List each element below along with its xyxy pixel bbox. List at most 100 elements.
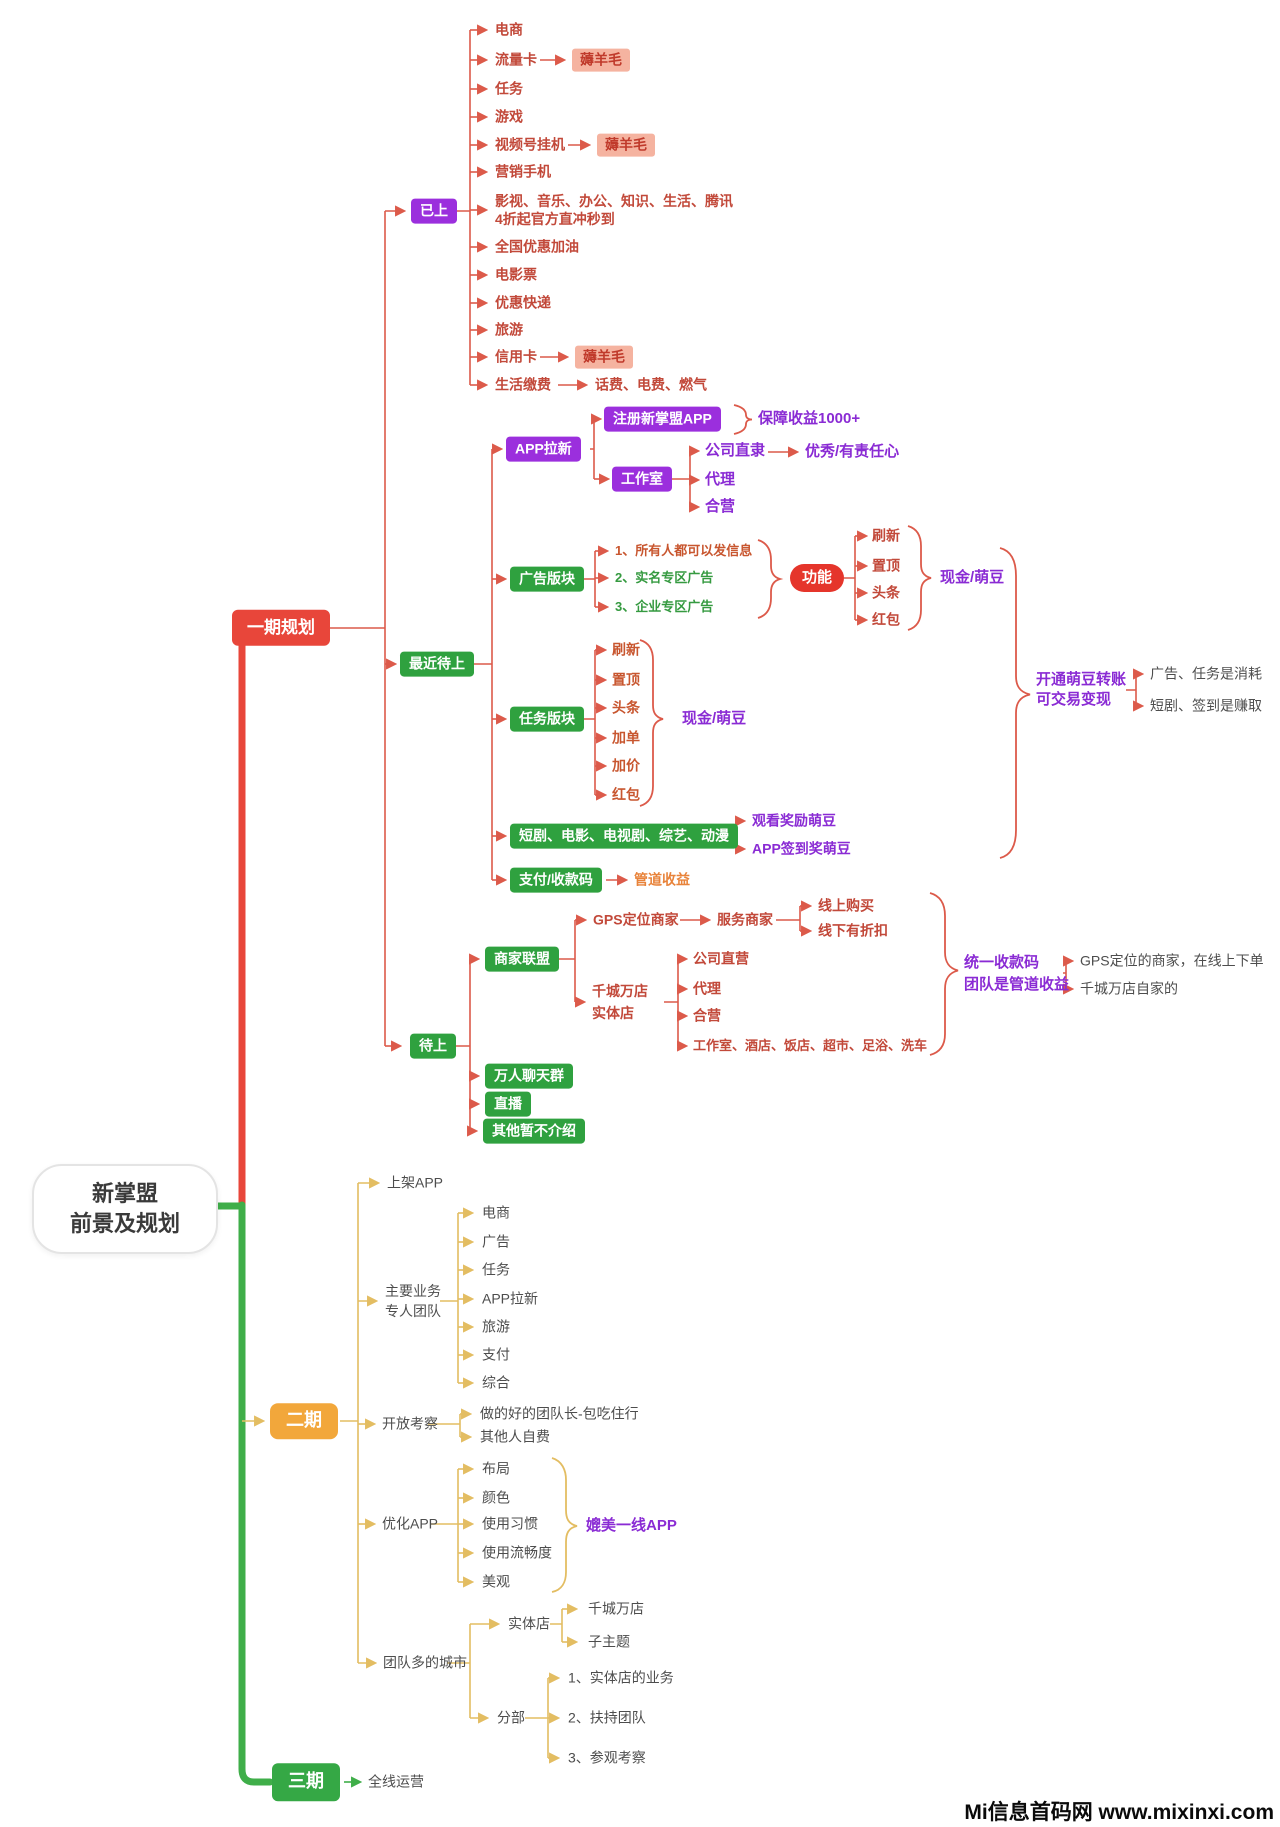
topic-city-store[interactable]: 实体店 — [508, 1615, 550, 1632]
topic-studio-direct-note[interactable]: 优秀/有责任心 — [805, 443, 900, 460]
topic-ads-item-3[interactable]: 3、企业专区广告 — [615, 599, 714, 615]
topic-biz-ads[interactable]: 广告 — [482, 1233, 510, 1250]
topic-ads-item-1[interactable]: 1、所有人都可以发信息 — [615, 543, 753, 559]
topic-opt-layout[interactable]: 布局 — [482, 1460, 510, 1477]
topic-city-store-subtopic[interactable]: 子主题 — [588, 1633, 630, 1650]
node-video[interactable]: 短剧、电影、电视剧、综艺、动漫 — [510, 823, 738, 849]
topic-unified-own[interactable]: 千城万店自家的 — [1080, 980, 1178, 997]
node-tasks[interactable]: 任务版块 — [510, 706, 584, 732]
node-chat-group[interactable]: 万人聊天群 — [485, 1063, 573, 1089]
topic-biz-general[interactable]: 综合 — [482, 1374, 510, 1391]
wool-tag-2[interactable]: 薅羊毛 — [597, 133, 655, 157]
topic-beans-transfer[interactable]: 开通萌豆转账 可交易变现 — [1036, 670, 1126, 710]
wool-tag-1[interactable]: 薅羊毛 — [572, 48, 630, 72]
topic-func-result[interactable]: 现金/萌豆 — [940, 569, 1005, 586]
topic-task-redpacket[interactable]: 红包 — [612, 786, 640, 803]
topic-fuel-discount[interactable]: 全国优惠加油 — [495, 238, 579, 255]
node-online[interactable]: 已上 — [411, 198, 457, 224]
topic-tasks[interactable]: 任务 — [495, 80, 523, 97]
topic-beans-earn[interactable]: 短剧、签到是赚取 — [1150, 697, 1262, 714]
topic-gps-merchant[interactable]: GPS定位商家 — [593, 911, 679, 928]
topic-service-merchant[interactable]: 服务商家 — [717, 911, 773, 928]
topic-main-business[interactable]: 主要业务 专人团队 — [385, 1281, 441, 1321]
topic-games[interactable]: 游戏 — [495, 108, 523, 125]
topic-studio-joint[interactable]: 合营 — [705, 498, 736, 515]
node-phase1[interactable]: 一期规划 — [232, 609, 330, 647]
topic-signin-reward[interactable]: APP签到奖萌豆 — [752, 840, 851, 857]
node-phase2[interactable]: 二期 — [270, 1403, 338, 1439]
topic-watch-reward[interactable]: 观看奖励萌豆 — [752, 812, 836, 829]
topic-optimize-app[interactable]: 优化APP — [382, 1515, 439, 1532]
topic-city-store-thousand[interactable]: 千城万店 — [588, 1600, 644, 1617]
topic-video-idle[interactable]: 视频号挂机 — [495, 136, 565, 153]
node-ads[interactable]: 广告版块 — [510, 566, 584, 592]
topic-express[interactable]: 优惠快递 — [495, 294, 551, 311]
topic-travel[interactable]: 旅游 — [495, 321, 523, 338]
topic-func-refresh[interactable]: 刷新 — [872, 527, 900, 544]
topic-opt-fluency[interactable]: 使用流畅度 — [482, 1544, 552, 1561]
topic-ads-item-2[interactable]: 2、实名专区广告 — [615, 570, 714, 586]
topic-biz-ecommerce[interactable]: 电商 — [482, 1204, 510, 1221]
node-recent[interactable]: 最近待上 — [400, 651, 474, 677]
topic-inspection[interactable]: 开放考察 — [382, 1415, 438, 1432]
topic-task-headline[interactable]: 头条 — [612, 699, 640, 716]
topic-biz-travel[interactable]: 旅游 — [482, 1318, 510, 1335]
topic-studio-agent[interactable]: 代理 — [705, 471, 736, 488]
topic-task-pin[interactable]: 置顶 — [612, 671, 640, 688]
topic-task-raise[interactable]: 加价 — [612, 757, 640, 774]
topic-unified-gps[interactable]: GPS定位的商家，在线上下单 — [1080, 952, 1264, 969]
topic-city-branch[interactable]: 分部 — [497, 1709, 525, 1726]
topic-inspection-leader[interactable]: 做的好的团队长-包吃住行 — [480, 1405, 639, 1422]
topic-func-pin[interactable]: 置顶 — [872, 557, 900, 574]
topic-opt-habits[interactable]: 使用习惯 — [482, 1515, 538, 1532]
root-topic[interactable]: 新掌盟 前景及规划 — [32, 1164, 218, 1254]
topic-marketing-phone[interactable]: 营销手机 — [495, 163, 551, 180]
node-live[interactable]: 直播 — [485, 1091, 531, 1117]
node-register-app[interactable]: 注册新掌盟APP — [604, 406, 721, 432]
topic-life-pay[interactable]: 生活缴费 — [495, 376, 551, 393]
topic-unified-qr[interactable]: 统一收款码 团队是管道收益 — [964, 952, 1069, 996]
topic-task-result[interactable]: 现金/萌豆 — [682, 710, 747, 727]
topic-task-addorder[interactable]: 加单 — [612, 729, 640, 746]
topic-store-agent[interactable]: 代理 — [693, 980, 721, 997]
topic-beans-consume[interactable]: 广告、任务是消耗 — [1150, 665, 1262, 682]
topic-biz-app-promo[interactable]: APP拉新 — [482, 1290, 539, 1307]
topic-biz-tasks[interactable]: 任务 — [482, 1261, 510, 1278]
topic-offline-discount[interactable]: 线下有折扣 — [818, 922, 888, 939]
wool-tag-3[interactable]: 薅羊毛 — [575, 345, 633, 369]
topic-media-discount[interactable]: 影视、音乐、办公、知识、生活、腾讯 4折起官方直冲秒到 — [495, 192, 733, 228]
topic-store-joint[interactable]: 合营 — [693, 1007, 721, 1024]
node-payment[interactable]: 支付/收款码 — [510, 867, 602, 893]
topic-store-direct[interactable]: 公司直营 — [693, 950, 749, 967]
topic-movie-ticket[interactable]: 电影票 — [495, 266, 537, 283]
topic-register-benefit[interactable]: 保障收益1000+ — [758, 410, 861, 427]
node-phase3[interactable]: 三期 — [272, 1763, 340, 1801]
node-app-promo[interactable]: APP拉新 — [506, 436, 581, 462]
topic-opt-result[interactable]: 媲美一线APP — [586, 1517, 677, 1534]
topic-ecommerce[interactable]: 电商 — [495, 21, 523, 38]
topic-func-redpacket[interactable]: 红包 — [872, 611, 900, 628]
topic-team-cities[interactable]: 团队多的城市 — [383, 1654, 467, 1671]
node-other[interactable]: 其他暂不介绍 — [483, 1118, 585, 1144]
topic-opt-beauty[interactable]: 美观 — [482, 1573, 510, 1590]
topic-store-types[interactable]: 工作室、酒店、饭店、超市、足浴、洗车 — [693, 1038, 928, 1054]
topic-biz-payment[interactable]: 支付 — [482, 1346, 510, 1363]
topic-full-operation[interactable]: 全线运营 — [368, 1773, 424, 1790]
topic-payment-result[interactable]: 管道收益 — [634, 871, 690, 888]
topic-branch-item-1[interactable]: 1、实体店的业务 — [568, 1669, 674, 1686]
topic-branch-item-2[interactable]: 2、扶持团队 — [568, 1709, 646, 1726]
topic-func-headline[interactable]: 头条 — [872, 584, 900, 601]
topic-launch-app[interactable]: 上架APP — [387, 1174, 444, 1191]
topic-branch-item-3[interactable]: 3、参观考察 — [568, 1749, 646, 1766]
topic-thousand-stores[interactable]: 千城万店 实体店 — [592, 980, 648, 1024]
node-studio[interactable]: 工作室 — [612, 466, 672, 492]
node-func[interactable]: 功能 — [790, 564, 845, 592]
topic-studio-direct[interactable]: 公司直隶 — [705, 442, 766, 459]
node-merchants[interactable]: 商家联盟 — [485, 946, 559, 972]
topic-task-refresh[interactable]: 刷新 — [612, 641, 640, 658]
topic-life-pay-items[interactable]: 话费、电费、燃气 — [595, 376, 707, 393]
node-pending[interactable]: 待上 — [410, 1033, 456, 1059]
topic-data-card[interactable]: 流量卡 — [495, 51, 537, 68]
topic-inspection-self[interactable]: 其他人自费 — [480, 1428, 550, 1445]
topic-opt-color[interactable]: 颜色 — [482, 1489, 510, 1506]
